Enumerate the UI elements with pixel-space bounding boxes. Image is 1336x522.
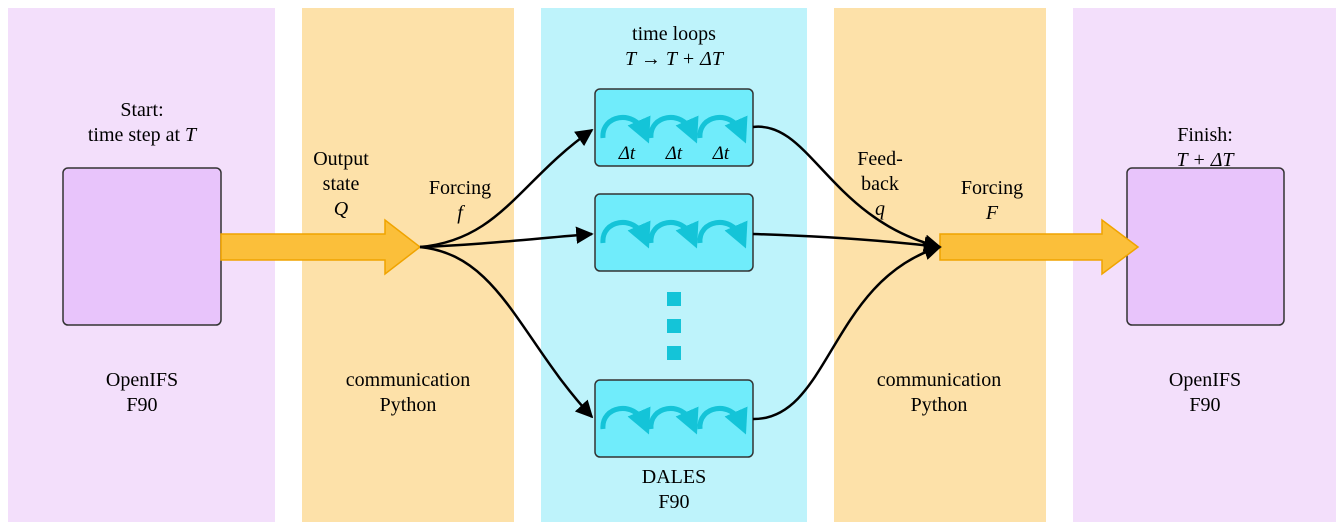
fan-out-arrow-n [419, 245, 594, 419]
openifs-finish-label: OpenIFS F90 [1168, 369, 1242, 416]
delta-t-label: Δt [618, 143, 636, 164]
delta-t-label: Δt [712, 143, 730, 164]
output-state-label: Output state Q [313, 148, 369, 220]
dales-label: DALES F90 [641, 466, 707, 513]
finish-title: Finish: T + ΔT [1176, 124, 1234, 171]
openifs-start-box [62, 167, 222, 326]
fan-in-arrow-2 [752, 232, 942, 254]
flow-lines [419, 125, 942, 421]
feedback-label: Feed- back q [857, 148, 903, 220]
fan-out-arrow-2 [419, 226, 594, 249]
loop-arrow-icon [697, 115, 748, 144]
loop-arrow-icon [648, 115, 699, 144]
loop-arrow-icon [648, 220, 699, 249]
loop-arrow-icon [648, 406, 699, 435]
dales-instance-n [594, 379, 754, 458]
loop-arrow-icon [600, 406, 651, 435]
ellipsis-dots [667, 292, 681, 360]
communication-left-column [302, 8, 514, 522]
loop-arrow-icons [600, 115, 748, 435]
forcing-F-label: Forcing F [960, 177, 1024, 224]
loop-arrow-icon [600, 115, 651, 144]
openifs-finish-box [1126, 167, 1285, 326]
dales-instance-1 [594, 88, 754, 167]
fan-in-arrow-n [752, 243, 942, 421]
forcing-f-label: Forcing f [428, 177, 492, 224]
loop-arrow-icon [600, 220, 651, 249]
delta-t-label: Δt [665, 143, 683, 164]
loop-arrow-icon [697, 220, 748, 249]
communication-right-column [834, 8, 1046, 522]
loop-arrow-icon [697, 406, 748, 435]
communication-right-label: communication Python [876, 369, 1002, 416]
start-title: Start: time step at T [87, 99, 197, 146]
dales-instance-2 [594, 193, 754, 272]
forcing-arrow [939, 218, 1140, 276]
communication-left-label: communication Python [345, 369, 471, 416]
time-loops-title: time loops T → T + ΔT [625, 23, 723, 70]
openifs-start-label: OpenIFS F90 [105, 369, 179, 416]
output-state-arrow [220, 218, 422, 276]
fan-in-arrow-1 [752, 125, 942, 252]
fan-out-arrow-1 [419, 128, 594, 249]
